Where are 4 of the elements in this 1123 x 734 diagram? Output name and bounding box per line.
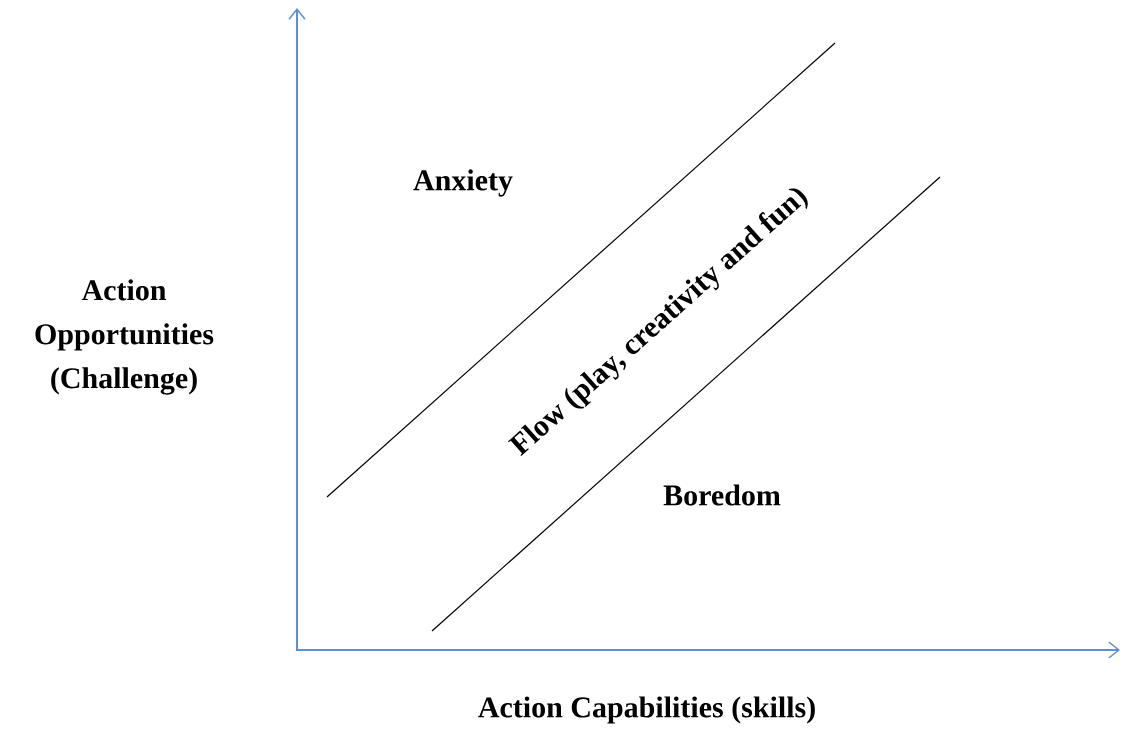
region-label: Boredom [663,484,781,506]
axis-label: Action Opportunities (Challenge) [35,279,214,395]
axis-label: Action Capabilities (skills) [478,696,815,724]
region-label: Anxiety [413,169,513,197]
